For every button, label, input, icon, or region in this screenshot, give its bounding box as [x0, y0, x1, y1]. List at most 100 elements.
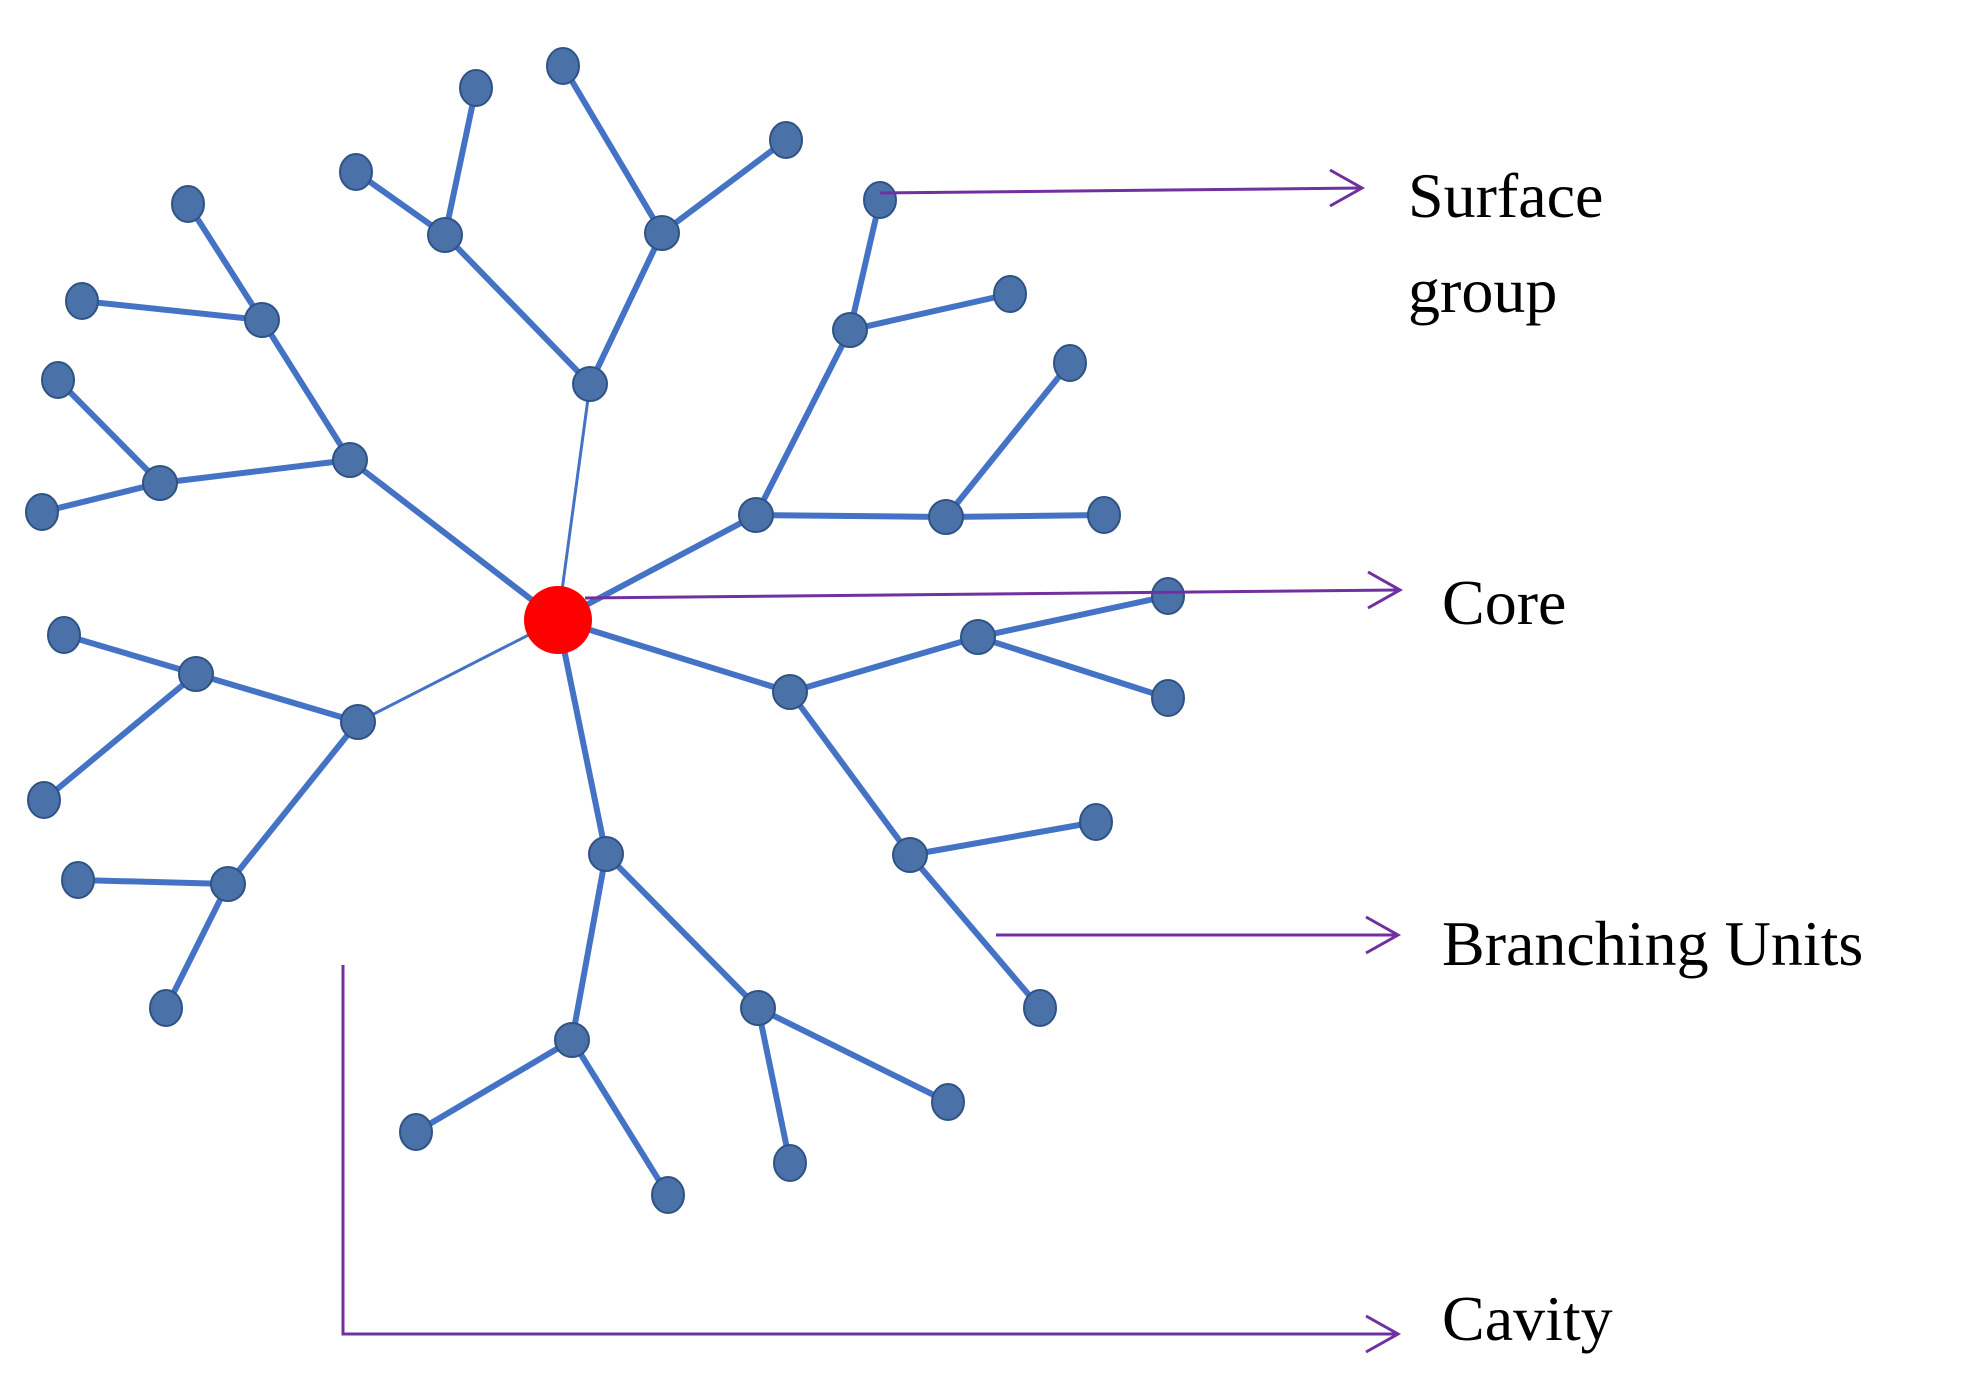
branch-segment [847, 197, 883, 333]
surface-group-node [459, 69, 493, 107]
branch-segment [75, 877, 231, 887]
branch-segment [975, 593, 1171, 640]
branch-segment [943, 512, 1107, 520]
branch-segment [753, 327, 853, 518]
branch-segment [753, 512, 949, 520]
branch-segment [79, 298, 265, 323]
branch-segment [787, 634, 981, 695]
branch-segment [587, 230, 665, 387]
branch-segment [193, 671, 361, 725]
branching-unit-node [244, 302, 280, 338]
cavity-pointer-arrowhead [1365, 1314, 1402, 1354]
surface-group-node [1023, 989, 1057, 1027]
branching-units-label: Branching Units [1442, 908, 1863, 979]
surface-group-node [1053, 344, 1087, 382]
surface-group-node [27, 781, 61, 819]
branching-unit-node [332, 442, 368, 478]
surface-group-node [1151, 577, 1185, 615]
branch-segment [943, 360, 1073, 520]
cavity-label: Cavity [1442, 1283, 1613, 1354]
surface-group-node [171, 185, 205, 223]
branching-unit-node [572, 366, 608, 402]
branch-segment [353, 169, 448, 238]
branch-segment [569, 1037, 671, 1198]
branch-segment [356, 618, 560, 724]
branch-segment [39, 480, 163, 515]
branch-segment [556, 382, 592, 622]
surface-group-pointer-line [879, 186, 1363, 195]
surface-group-pointer-arrowhead [1329, 168, 1366, 208]
branch-segment [185, 201, 265, 323]
branch-segment [659, 137, 789, 236]
branch-segment [907, 852, 1043, 1011]
branching-unit-node [644, 215, 680, 251]
branch-segment [847, 291, 1013, 333]
branch-segment [442, 232, 593, 387]
branch-segment [442, 85, 479, 238]
core-pointer-arrowhead [1367, 570, 1404, 610]
surface-group-node [546, 47, 580, 85]
branch-segment [755, 1005, 951, 1105]
branch-segment [907, 819, 1099, 858]
surface-group-node [993, 275, 1027, 313]
branching-unit-node [928, 499, 964, 535]
surface-group-node [339, 153, 373, 191]
surface-group-node [863, 181, 897, 219]
branch-segment [41, 671, 199, 803]
branching-unit-node [832, 312, 868, 348]
branching-unit-node [738, 497, 774, 533]
branch-segment [603, 851, 761, 1011]
surface-group-node [65, 282, 99, 320]
surface-group-node [149, 989, 183, 1027]
branch-segment [347, 457, 561, 623]
branch-segment [755, 1005, 793, 1166]
branching-unit-node [772, 674, 808, 710]
branch-segment [413, 1037, 575, 1135]
branch-segment [975, 634, 1171, 701]
surface-group-node [1079, 803, 1113, 841]
branch-segment [560, 63, 665, 236]
branch-segment [225, 719, 361, 887]
branch-segment [569, 851, 609, 1043]
branch-segment [157, 457, 353, 486]
branching-unit-node [210, 866, 246, 902]
surface-group-node [773, 1144, 807, 1182]
surface-group-node [1087, 496, 1121, 534]
surface-group-label-line1: Surface [1408, 160, 1603, 231]
label-pointers [341, 168, 1404, 1354]
branch-segment [555, 617, 793, 695]
branch-segment [61, 632, 199, 677]
branching-unit-node [178, 656, 214, 692]
surface-group-node [1151, 679, 1185, 717]
dendrimer-nodes [25, 47, 1185, 1214]
branch-segment [787, 689, 913, 858]
surface-group-node [399, 1113, 433, 1151]
branch-segment [555, 617, 609, 857]
branching-unit-node [892, 837, 928, 873]
dendrimer-branches [39, 63, 1171, 1198]
branching-unit-node [340, 704, 376, 740]
branch-segment [163, 881, 231, 1011]
branching-unit-node [960, 619, 996, 655]
surface-group-node [41, 361, 75, 399]
branching-units-pointer-arrowhead [1365, 915, 1402, 955]
branching-unit-node [427, 217, 463, 253]
branch-segment [259, 317, 353, 463]
branching-unit-node [554, 1022, 590, 1058]
core-label: Core [1442, 567, 1566, 638]
branching-unit-node [740, 990, 776, 1026]
surface-group-node [61, 861, 95, 899]
branch-segment [55, 377, 163, 486]
branching-unit-node [142, 465, 178, 501]
core-node [524, 586, 592, 654]
branch-segment [555, 512, 759, 623]
surface-group-node [25, 493, 59, 531]
surface-group-node [651, 1176, 685, 1214]
branching-unit-node [588, 836, 624, 872]
cavity-pointer-line [341, 965, 1398, 1336]
surface-group-node [931, 1083, 965, 1121]
surface-group-node [47, 616, 81, 654]
core-pointer-line [584, 588, 1401, 600]
surface-group-label-line2: group [1408, 255, 1557, 326]
